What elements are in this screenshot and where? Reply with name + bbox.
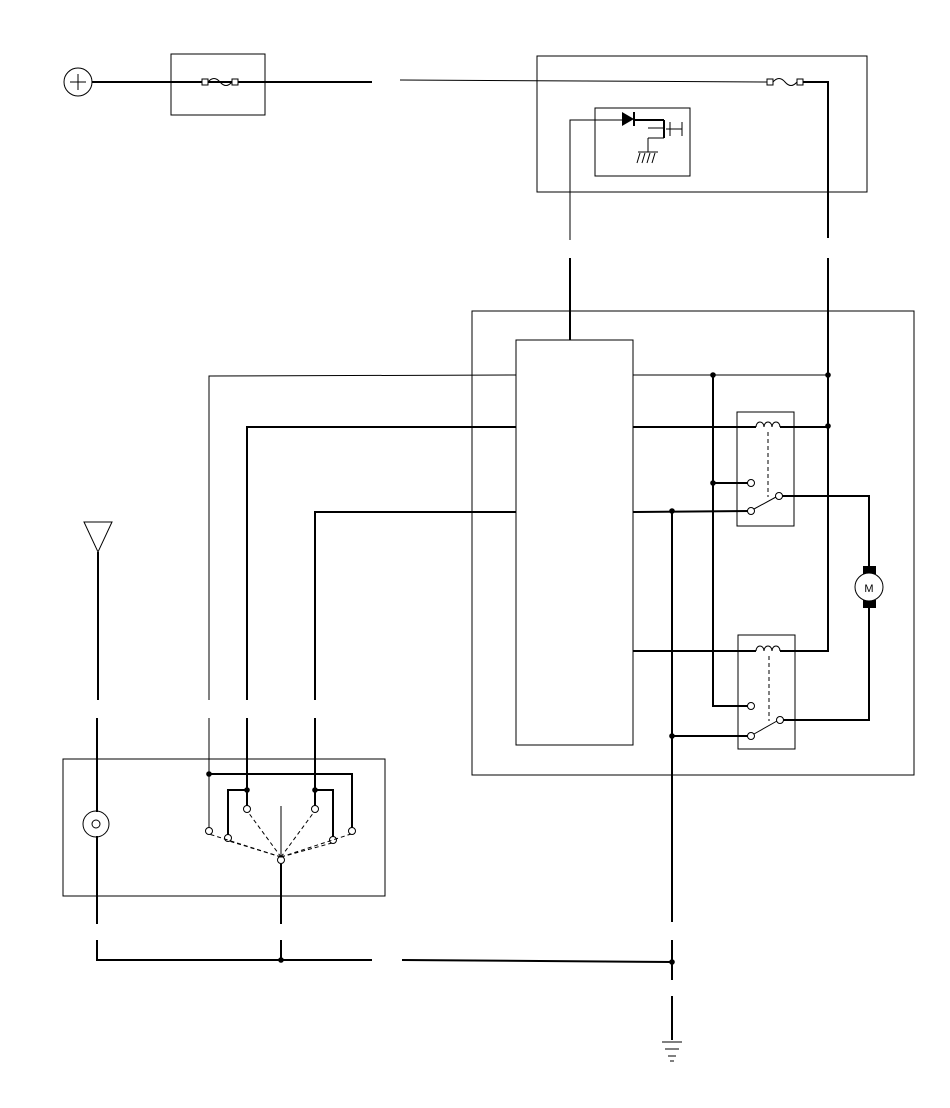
motor-icon: M [854,566,884,608]
relay-1-common-wire [632,510,751,513]
switch-wire-3 [314,511,516,700]
transistor-icon [647,120,683,152]
motor-wire-bottom [783,607,870,721]
feed-wire-continuation [399,79,769,83]
diode-icon [622,112,635,126]
ground-bus-right [401,959,673,963]
relay-2-box [737,634,796,750]
fuse-box-left [170,53,266,116]
fuse-icon [201,78,239,86]
switch-wire-2 [246,426,516,700]
motor-wire-top [782,495,870,566]
signal-wire-to-diode [569,119,622,240]
module-ground-icon [636,151,658,164]
relay-nc-bus-wire [712,375,750,707]
control-unit-box [536,55,868,193]
fuse-output-wire [803,81,829,238]
relay-1-coil-icon [750,421,828,428]
rotary-switch-icon [205,771,356,864]
switch-wire-1 [208,374,517,700]
fuse-icon-right [766,78,804,86]
battery-positive-icon [63,67,93,97]
chassis-ground-icon [662,1041,682,1062]
relay-1-box [736,411,795,527]
antenna-icon [83,521,113,700]
motor-label: M [864,583,873,595]
control-module-block [515,339,634,746]
relay-1-switch-icon [747,479,783,515]
switch-panel-box [62,758,386,897]
relay-2-switch-icon [747,702,784,740]
ground-bus-left [96,940,372,961]
indicator-lamp-icon [82,810,110,838]
relay-2-coil-icon [750,645,829,652]
driver-module-box [594,107,691,177]
motor-unit-box [471,310,915,776]
